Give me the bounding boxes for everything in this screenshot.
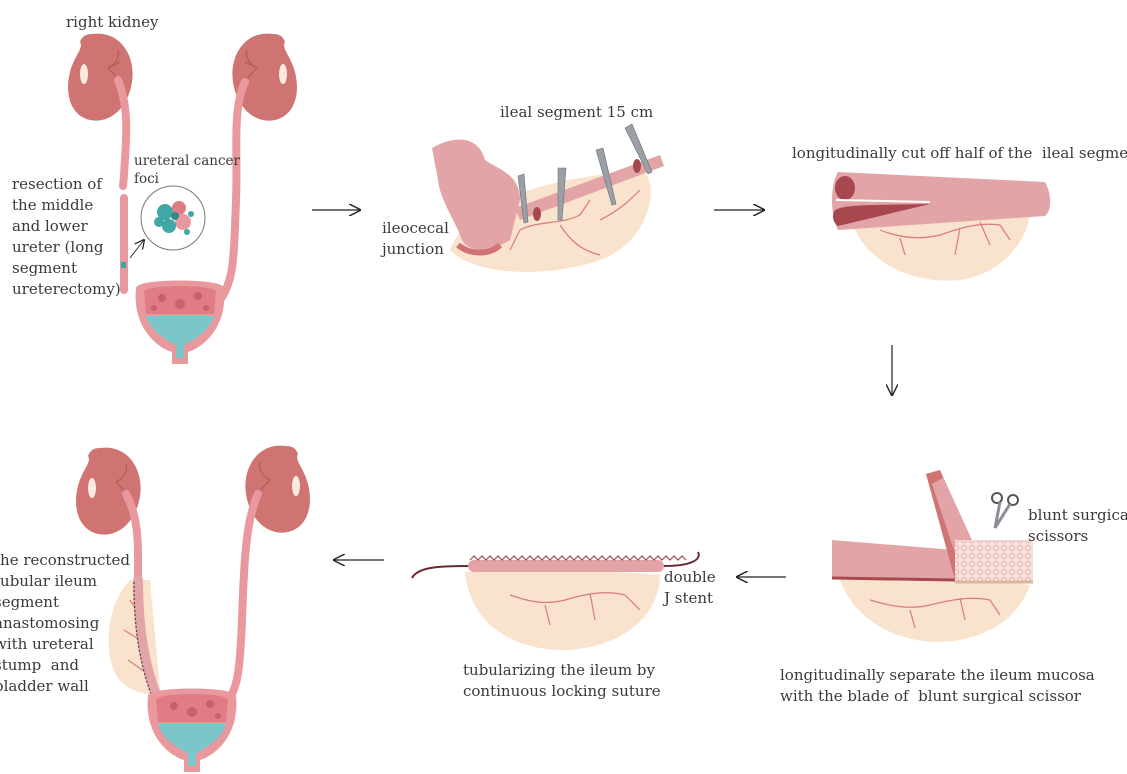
label-right-kidney: right kidney — [66, 12, 159, 33]
mesentery-4 — [840, 580, 1030, 642]
step5-tubularize — [412, 552, 699, 650]
label-reconstructed: the reconstructed tubular ileum segment … — [0, 550, 130, 697]
step2-ileum-selection — [432, 124, 664, 272]
step3-cut-ileum — [832, 172, 1050, 281]
label-cut-ileal-segment: longitudinally cut off half of the ileal… — [792, 143, 1127, 164]
label-cancer-foci: ureteral cancer foci — [134, 152, 240, 188]
mucosa-mesh — [955, 540, 1033, 582]
suture-line — [470, 556, 686, 560]
scissors-icon — [992, 493, 1018, 528]
right-ureter — [220, 82, 245, 300]
label-resection: resection of the middle and lower ureter… — [12, 174, 121, 300]
label-blunt-scissors: blunt surgical scissors — [1028, 505, 1127, 547]
mesentery-5 — [465, 571, 660, 650]
label-separate-mucosa: longitudinally separate the ileum mucosa… — [780, 665, 1095, 707]
step4-separate-mucosa — [832, 470, 1033, 642]
bladder — [136, 281, 225, 365]
label-ileocecal-junction: ileocecal junction — [382, 218, 449, 260]
label-tubularizing: tubularizing the ileum by continuous loc… — [463, 660, 661, 702]
label-double-j-stent: double J stent — [664, 567, 716, 609]
cancer-foci-magnified — [141, 186, 205, 250]
label-ileal-segment: ileal segment 15 cm — [500, 102, 653, 123]
